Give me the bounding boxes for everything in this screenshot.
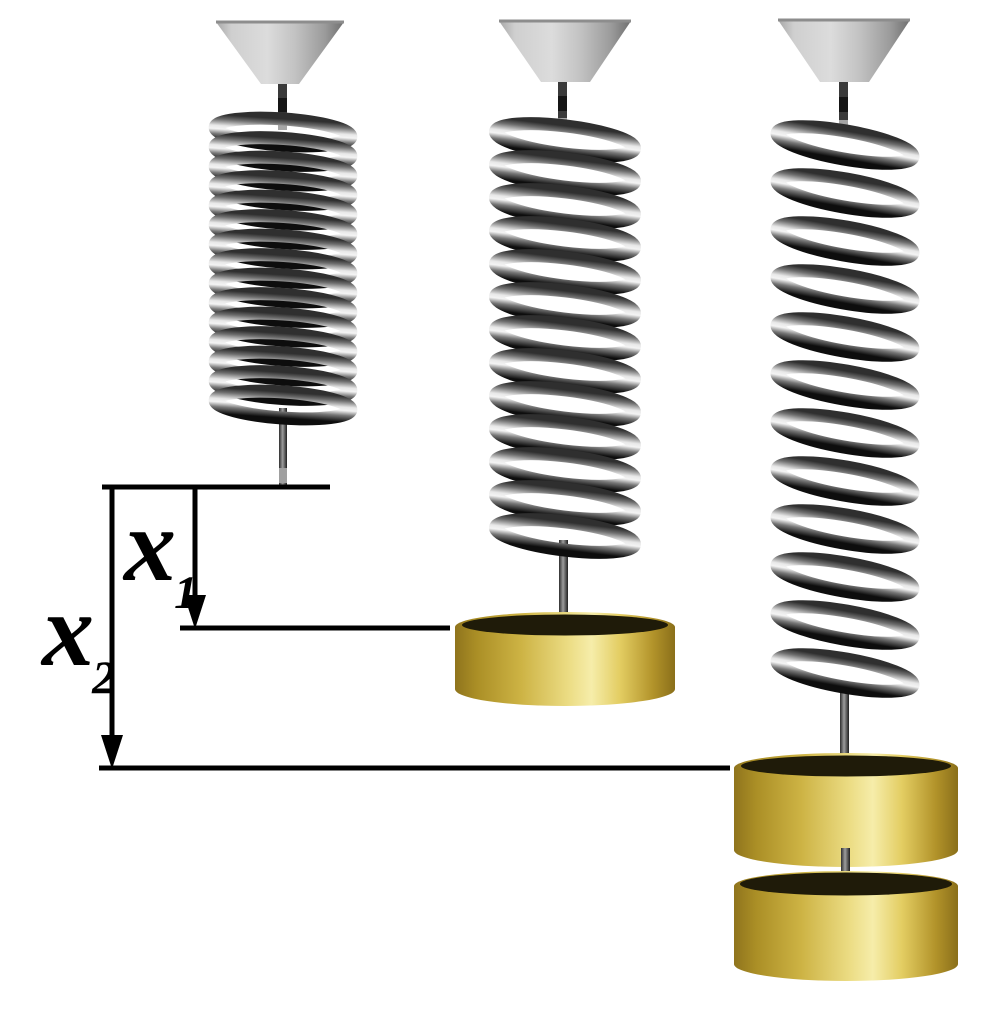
mass-hook-rod	[840, 683, 849, 770]
spring-coil	[770, 120, 920, 170]
spring-coil	[208, 345, 358, 387]
spring-coil	[208, 384, 358, 426]
spring-coil	[208, 111, 358, 153]
spring-coil	[208, 209, 358, 250]
spring-coil	[770, 552, 920, 602]
measurement-overlay	[99, 484, 730, 771]
spring-coil	[208, 326, 358, 367]
disk-top-face	[462, 614, 668, 636]
spring-coil	[770, 360, 920, 410]
spring-coil	[770, 264, 920, 314]
spring-coil	[208, 306, 358, 348]
spring-coils-one-mass	[489, 117, 641, 559]
spring-coil	[208, 287, 358, 328]
spring-coil	[770, 312, 920, 362]
spring-coil	[770, 168, 920, 218]
hanger-rod-band	[839, 97, 848, 112]
spring-coil	[208, 267, 358, 309]
x1-arrowhead	[184, 595, 206, 629]
disk-mass	[455, 612, 675, 706]
support-cone	[499, 21, 631, 82]
assembly-unloaded	[208, 20, 358, 487]
spring-coil	[208, 170, 358, 211]
lower-hook-rod-tip	[279, 468, 287, 483]
spring-coil	[770, 216, 920, 266]
connector-rod	[841, 848, 850, 892]
support-cone	[216, 22, 344, 84]
spring-coil	[208, 189, 358, 231]
mass-hook-rod	[559, 540, 568, 630]
hanger-rod-band	[558, 96, 567, 111]
spring-coils-unloaded	[208, 111, 358, 426]
disk-top-face	[740, 872, 952, 896]
lower-hook-rod	[279, 408, 287, 487]
spring-coil	[770, 456, 920, 506]
spring-coil	[770, 600, 920, 650]
spring-coil	[208, 150, 358, 192]
spring-coil	[770, 408, 920, 458]
assembly-two-masses	[734, 18, 958, 981]
spring-coil	[208, 131, 358, 172]
x2-arrowhead	[101, 735, 123, 769]
spring-coil	[770, 648, 920, 698]
spring-coil	[208, 365, 358, 406]
disk-top-face	[741, 755, 951, 777]
support-cone	[778, 20, 910, 82]
assembly-one-mass	[455, 19, 675, 706]
hanger-rod-band	[278, 98, 287, 112]
spring-coil	[208, 228, 358, 270]
spring-coil	[489, 513, 641, 559]
spring-coil	[770, 504, 920, 554]
disk-mass-lower	[734, 871, 958, 981]
disk-mass-upper	[734, 753, 958, 867]
spring-coil	[208, 248, 358, 289]
spring-coils-two-masses	[770, 120, 920, 698]
